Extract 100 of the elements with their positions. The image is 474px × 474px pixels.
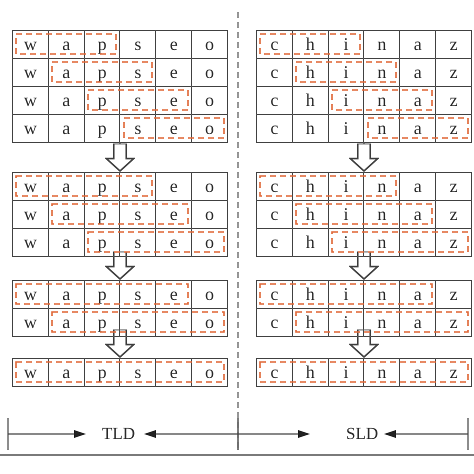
letter-cell: e (156, 358, 192, 386)
letter-cell: c (256, 280, 292, 308)
letter-cell: i (328, 114, 364, 142)
letter-cell: a (400, 172, 436, 200)
letter-cell: s (120, 172, 156, 200)
letter-cell: p (84, 280, 120, 308)
letter-cell: i (328, 86, 364, 114)
letter-grid (256, 30, 472, 142)
letter-cell: o (192, 172, 228, 200)
letter-cell: a (48, 200, 84, 228)
letter-cell: c (256, 358, 292, 386)
letter-cell: c (256, 58, 292, 86)
letter-cell: c (256, 228, 292, 256)
letter-cell: c (256, 172, 292, 200)
letter-cell: w (12, 200, 48, 228)
letter-cell: e (156, 200, 192, 228)
letter-cell: o (192, 114, 228, 142)
letter-cell: e (156, 114, 192, 142)
letter-grid (12, 280, 228, 336)
letter-cell: o (192, 58, 228, 86)
letter-cell: e (156, 308, 192, 336)
letter-cell: h (292, 172, 328, 200)
letter-cell: i (328, 358, 364, 386)
letter-cell: n (364, 86, 400, 114)
letter-cell: i (328, 228, 364, 256)
letter-cell: a (400, 58, 436, 86)
letter-cell: a (48, 172, 84, 200)
letter-cell: w (12, 114, 48, 142)
letter-cell: a (400, 200, 436, 228)
letter-cell: c (256, 86, 292, 114)
letter-cell: a (48, 308, 84, 336)
letter-cell: h (292, 280, 328, 308)
letter-cell: i (328, 280, 364, 308)
letter-cell: s (120, 114, 156, 142)
letter-cell: h (292, 228, 328, 256)
letter-cell: z (436, 30, 472, 58)
letter-cell: a (48, 358, 84, 386)
letter-cell: p (84, 30, 120, 58)
letter-cell: o (192, 30, 228, 58)
letter-cell: a (48, 280, 84, 308)
letter-cell: a (400, 86, 436, 114)
letter-cell: w (12, 308, 48, 336)
letter-cell: n (364, 114, 400, 142)
letter-cell: w (12, 280, 48, 308)
letter-cell: s (120, 358, 156, 386)
letter-grid (12, 172, 228, 256)
letter-cell: a (48, 58, 84, 86)
letter-cell: h (292, 200, 328, 228)
letter-cell: a (400, 308, 436, 336)
letter-cell: h (292, 30, 328, 58)
letter-cell: z (436, 200, 472, 228)
letter-cell: n (364, 30, 400, 58)
letter-cell: z (436, 358, 472, 386)
letter-cell: s (120, 30, 156, 58)
letter-cell: o (192, 228, 228, 256)
letter-cell: i (328, 200, 364, 228)
letter-cell: h (292, 308, 328, 336)
letter-cell: p (84, 228, 120, 256)
letter-cell: o (192, 86, 228, 114)
letter-cell: s (120, 200, 156, 228)
letter-cell: w (12, 228, 48, 256)
letter-cell: e (156, 172, 192, 200)
letter-cell: s (120, 280, 156, 308)
letter-cell: w (12, 172, 48, 200)
letter-cell: n (364, 358, 400, 386)
letter-cell: a (400, 114, 436, 142)
letter-cell: e (156, 86, 192, 114)
letter-cell: n (364, 308, 400, 336)
letter-cell: n (364, 58, 400, 86)
letter-cell: z (436, 58, 472, 86)
letter-cell: s (120, 308, 156, 336)
letter-cell: n (364, 228, 400, 256)
letter-cell: a (400, 358, 436, 386)
letter-cell: e (156, 30, 192, 58)
letter-cell: n (364, 200, 400, 228)
letter-cell: p (84, 114, 120, 142)
letter-cell: h (292, 58, 328, 86)
letter-cell: z (436, 172, 472, 200)
letter-cell: z (436, 308, 472, 336)
letter-cell: o (192, 308, 228, 336)
letter-cell: c (256, 308, 292, 336)
letter-cell: h (292, 114, 328, 142)
letter-cell: o (192, 200, 228, 228)
letter-cell: i (328, 58, 364, 86)
letter-grid (12, 30, 228, 142)
letter-cell: s (120, 58, 156, 86)
letter-cell: z (436, 228, 472, 256)
letter-cell: z (436, 114, 472, 142)
letter-cell: a (48, 114, 84, 142)
letter-cell: i (328, 308, 364, 336)
letter-cell: i (328, 30, 364, 58)
letter-cell: w (12, 58, 48, 86)
letter-cell: z (436, 86, 472, 114)
letter-cell: w (12, 30, 48, 58)
letter-cell: w (12, 86, 48, 114)
letter-cell: a (400, 228, 436, 256)
letter-cell: o (192, 358, 228, 386)
letter-cell: c (256, 114, 292, 142)
letter-cell: s (120, 86, 156, 114)
letter-cell: i (328, 172, 364, 200)
